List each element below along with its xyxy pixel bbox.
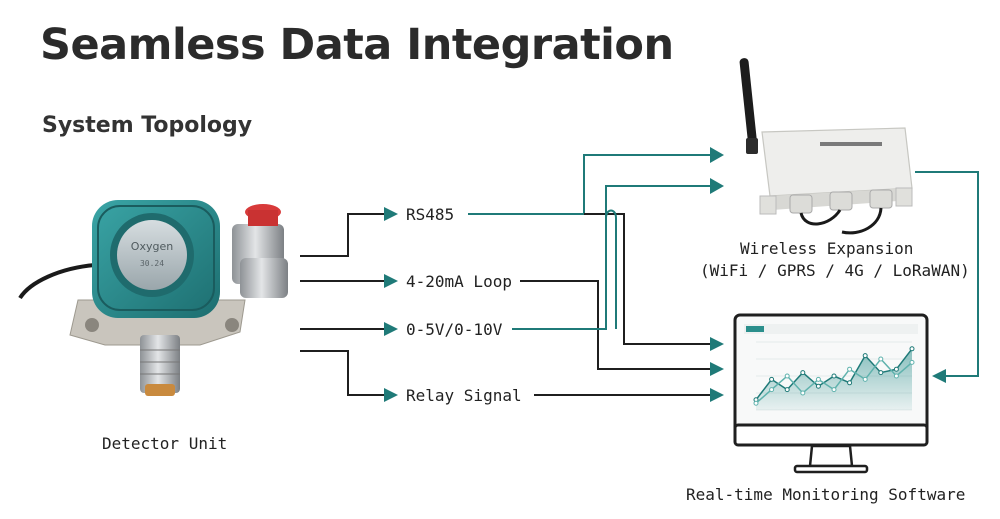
connector-rs485-in — [300, 207, 398, 257]
monitor-chart-point — [753, 400, 759, 406]
software-label: Real-time Monitoring Software — [686, 485, 966, 504]
monitor-chart-point — [815, 383, 821, 389]
monitor-chart-point — [800, 370, 806, 376]
monitor-chart-point — [893, 366, 899, 372]
connector-voltage-in — [300, 322, 398, 336]
monitor-chart — [753, 346, 915, 410]
detector-display-reading: 30.24 — [140, 259, 164, 268]
detector-unit-label: Detector Unit — [102, 434, 228, 453]
monitor-chart-point — [862, 376, 868, 382]
monitor-chart-point — [769, 387, 775, 393]
wireless-label-line1: Wireless Expansion — [740, 239, 914, 258]
wireless-label-line2: (WiFi / GPRS / 4G / LoRaWAN) — [700, 261, 970, 280]
detector-unit-image: Oxygen 30.24 — [18, 200, 288, 396]
monitor-chart-point — [815, 376, 821, 382]
signal-label-rs485: RS485 — [406, 205, 455, 224]
signal-label-relay: Relay Signal — [406, 386, 522, 405]
monitor-chart-point — [909, 359, 915, 365]
monitor-chart-point — [800, 390, 806, 396]
monitor-chart-point — [847, 366, 853, 372]
signal-label-4-20ma: 4-20mA Loop — [406, 272, 512, 291]
connector-rs485-to-monitor — [584, 213, 724, 351]
monitor-chart-point — [878, 356, 884, 362]
connector-relay-to-monitor — [534, 388, 724, 402]
connector-relay-in — [300, 350, 398, 402]
connector-4-20ma-to-monitor — [520, 280, 724, 376]
connector-wireless-to-monitor — [915, 171, 979, 383]
monitor-chart-point — [862, 353, 868, 359]
monitor-chart-point — [831, 373, 837, 379]
monitor-chart-point — [784, 387, 790, 393]
monitor-chart-point — [784, 373, 790, 379]
connector-4-20ma-in — [300, 274, 398, 288]
monitor-chart-point — [847, 380, 853, 386]
monitor-chart-point — [831, 387, 837, 393]
monitor-chart-point — [909, 346, 915, 352]
monitor-chart-area — [756, 348, 912, 410]
connector-rs485-to-wireless — [468, 147, 724, 215]
monitor-chart-point — [878, 370, 884, 376]
monitor-chart-point — [769, 376, 775, 382]
section-subtitle: System Topology — [42, 113, 253, 138]
signal-label-voltage: 0-5V/0-10V — [406, 320, 503, 339]
wireless-module-image — [739, 58, 913, 235]
page-title: Seamless Data Integration — [40, 20, 674, 70]
monitor-image — [733, 313, 929, 474]
detector-display-label: Oxygen — [131, 240, 173, 253]
monitor-chart-point — [893, 373, 899, 379]
connector-voltage-to-wireless — [512, 178, 724, 330]
